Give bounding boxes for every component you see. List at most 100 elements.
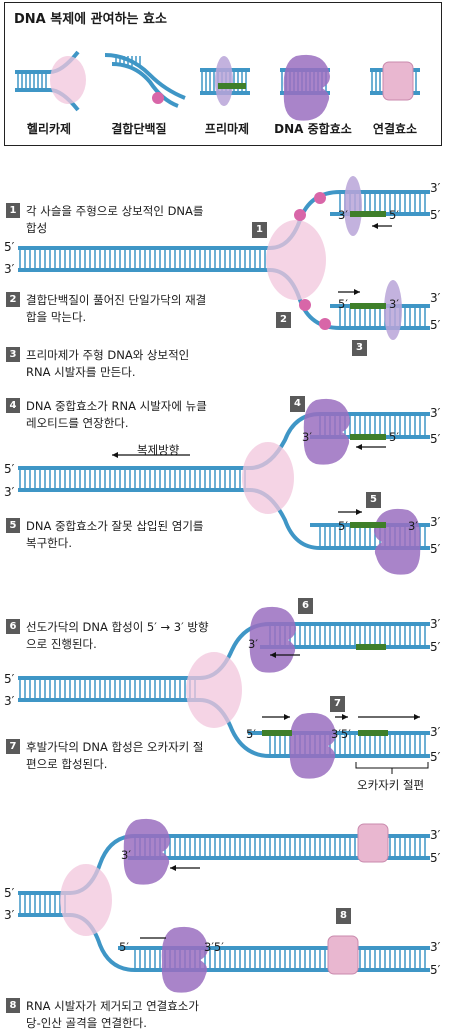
base-pairs (115, 56, 141, 66)
step-number: 1 (6, 203, 20, 218)
label-3prime: 3′ (430, 828, 441, 842)
helicase (60, 864, 112, 936)
step-text: RNA 시발자가 제거되고 연결효소가 당-인산 골격을 연결한다. (26, 999, 199, 1030)
synthesis-arrow-head (356, 444, 362, 450)
primer-3prime-label: 3′ (338, 208, 348, 222)
label-5prime: 5′ (430, 542, 441, 556)
step-text: DNA 중합효소가 RNA 시발자에 뉴클 레오티드를 연장한다. (26, 399, 207, 430)
step-number: 6 (6, 619, 20, 634)
marker-8: 8 (336, 908, 351, 924)
marker-2: 2 (276, 312, 291, 328)
legend-title: DNA 복제에 관여하는 효소 (14, 12, 167, 27)
label-5prime: 5′ (4, 886, 15, 900)
primase (384, 280, 402, 340)
legend-label-binding-protein: 결합단백질 (111, 122, 167, 136)
primer-5prime-label: 5′ (389, 430, 399, 444)
primer-5prime-label: 5′ (389, 208, 399, 222)
dna-ligase (357, 823, 389, 863)
binding-protein (299, 299, 311, 311)
base-pairs (19, 248, 266, 270)
primer-5prime-label: 5′ (246, 727, 256, 741)
helicase (186, 652, 242, 728)
step-7: 7 후발가닥의 DNA 합성은 오카자키 절 편으로 합성된다. (6, 739, 246, 773)
step-number: 7 (6, 739, 20, 754)
label-3prime: 3′ (430, 617, 441, 631)
label-5prime: 5′ (430, 851, 441, 865)
step-number: 5 (6, 518, 20, 533)
step-text: 각 사슬을 주형으로 상보적인 DNA를 합성 (26, 204, 204, 235)
dna-polymerase (289, 712, 336, 779)
label-5prime: 5′ (430, 208, 441, 222)
synthesis-arrow-head (354, 289, 360, 295)
synthesis-arrow-head (414, 714, 420, 720)
legend-label-helicase: 헬리카제 (26, 122, 72, 136)
dna-polymerase (303, 398, 350, 465)
label-5prime: 5′ (4, 672, 15, 686)
polymerase-3prime-label: 3′ (121, 848, 131, 862)
fragment-junction-label: 3′5′ (204, 940, 224, 954)
label-3prime: 3′ (430, 725, 441, 739)
marker-3: 3 (352, 340, 367, 356)
dna-polymerase (123, 818, 170, 885)
helicase (242, 442, 294, 514)
rna-primer (350, 434, 386, 440)
base-pairs (19, 678, 196, 700)
binding-protein (152, 92, 164, 104)
label-5prime: 5′ (430, 318, 441, 332)
primer-5prime-label: 5′ (119, 940, 129, 954)
rna-primer (262, 730, 292, 736)
marker-7: 7 (330, 696, 345, 712)
label-5prime: 5′ (4, 240, 15, 254)
synthesis-arrow-head (342, 714, 348, 720)
okazaki-bracket (355, 762, 429, 774)
label-3prime: 3′ (430, 181, 441, 195)
dna-polymerase (249, 606, 296, 673)
primer-3prime-label: 3′ (389, 297, 399, 311)
helicase (50, 56, 86, 104)
label-5prime: 5′ (430, 432, 441, 446)
replication-direction-label: 복제방향 (137, 443, 180, 457)
okazaki-fragment-label: 오카자키 절편 (357, 778, 425, 792)
base-pairs (339, 306, 426, 328)
label-5prime: 5′ (4, 462, 15, 476)
label-3prime: 3′ (430, 291, 441, 305)
step-text: 선도가닥의 DNA 합성이 5′ → 3′ 방향 으로 진행된다. (26, 620, 209, 651)
base-pairs (19, 468, 246, 490)
primer-5prime-label: 5′ (338, 297, 348, 311)
label-5prime: 5′ (430, 640, 441, 654)
binding-protein (314, 192, 326, 204)
dna-ligase (327, 935, 359, 975)
primer-5prime-label: 5′ (338, 519, 348, 533)
legend-label-ligase: 연결효소 (372, 122, 418, 136)
step-6: 6 선도가닥의 DNA 합성이 5′ → 3′ 방향 으로 진행된다. (6, 619, 246, 653)
replication-direction-arrow-head (112, 452, 118, 458)
rna-primer (218, 83, 246, 89)
step-number: 8 (6, 998, 20, 1013)
rna-primer (350, 211, 386, 217)
marker-1: 1 (252, 222, 267, 238)
dna-ligase (382, 61, 414, 101)
step-text: 결합단백질이 풀어진 단일가닥의 재결 합을 막는다. (26, 293, 207, 324)
helicase (266, 220, 326, 300)
label-3prime: 3′ (430, 406, 441, 420)
label-5prime: 5′ (430, 750, 441, 764)
marker-6: 6 (298, 598, 313, 614)
step-text: 후발가닥의 DNA 합성은 오카자키 절 편으로 합성된다. (26, 740, 204, 771)
synthesis-arrow-head (284, 714, 290, 720)
enzyme-legend (4, 2, 442, 146)
rna-primer (358, 730, 388, 736)
marker-4: 4 (290, 396, 305, 412)
legend-label-polymerase: DNA 중합효소 (274, 122, 352, 136)
step-8: 8 RNA 시발자가 제거되고 연결효소가 당-인산 골격을 연결한다. (6, 998, 246, 1032)
step-number: 3 (6, 347, 20, 362)
binding-protein (319, 318, 331, 330)
polymerase-3prime-label: 3′ (408, 519, 418, 533)
dna-polymerase (283, 54, 330, 121)
legend-label-primase: 프리마제 (204, 122, 250, 136)
synthesis-arrow-head (170, 865, 176, 871)
marker-5: 5 (366, 492, 381, 508)
label-3prime: 3′ (4, 262, 15, 276)
